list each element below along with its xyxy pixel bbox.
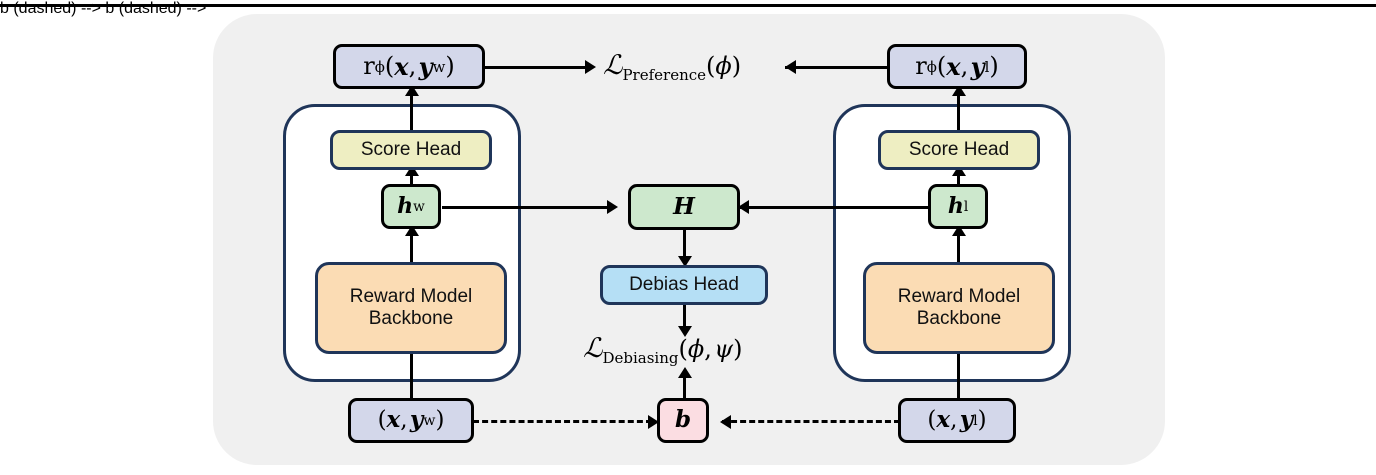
arrowhead-H-to-debias-head [678,256,692,267]
arrowhead-input-win-to-bias [648,415,659,429]
arrowhead-scorehead-left-to-rwin [405,85,419,96]
backbone-win-line1: Reward Model [349,286,473,308]
preference-loss-label: ℒPreference(ϕ) [603,50,742,84]
edge-input-lose-to-bias [722,420,900,423]
edge-hl-to-H [740,206,928,209]
edge-scorehead-left-to-rwin [410,88,413,132]
arrowhead-backbone-right-to-hl [952,225,966,236]
arrowhead-bias-to-loss [678,367,692,378]
arrowhead-scorehead-right-to-rlose [952,85,966,96]
score-head-win[interactable]: Score Head [330,130,492,170]
arrowhead-hl-to-H [738,200,749,214]
edge-input-win-to-backbone [410,332,413,400]
page-top-rule [0,4,1376,7]
edge-input-lose-to-backbone [957,332,960,400]
edge-backbone-left-to-hw [410,228,413,264]
arrowhead-debias-head-to-loss [678,326,692,337]
arrowhead-rwin-to-preference [585,60,596,74]
edge-input-win-to-bias [473,420,652,423]
edge-H-to-debias-head [683,230,686,262]
backbone-lose-line1: Reward Model [897,286,1021,308]
edge-rwin-to-preference [482,66,587,69]
edge-bias-to-loss [683,370,686,400]
debiasing-loss-label: ℒDebiasing(ϕ, ψ) [583,333,743,367]
arrowhead-hw-to-scorehead-left [405,165,419,176]
bias-node[interactable]: b [657,398,709,443]
score-head-lose[interactable]: Score Head [878,130,1040,170]
edge-debias-head-to-loss [683,304,686,332]
edge-hw-to-H [442,206,610,209]
edge-scorehead-right-to-rlose [957,88,960,132]
reward-model-backbone-lose[interactable]: Reward Model Backbone [863,262,1055,354]
arrowhead-rlose-to-preference [785,60,796,74]
arrowhead-input-lose-to-bias [720,415,731,429]
hidden-state-joint[interactable]: H [628,184,740,230]
backbone-lose-line2: Backbone [916,308,1002,329]
edge-backbone-right-to-hl [957,228,960,264]
debias-head[interactable]: Debias Head [600,265,768,305]
arrowhead-backbone-left-to-hw [405,225,419,236]
arrowhead-hl-to-scorehead-right [952,165,966,176]
backbone-win-line2: Backbone [368,308,454,329]
edge-rlose-to-preference [785,66,890,69]
arrowhead-hw-to-H [607,200,618,214]
reward-model-backbone-win[interactable]: Reward Model Backbone [315,262,507,354]
